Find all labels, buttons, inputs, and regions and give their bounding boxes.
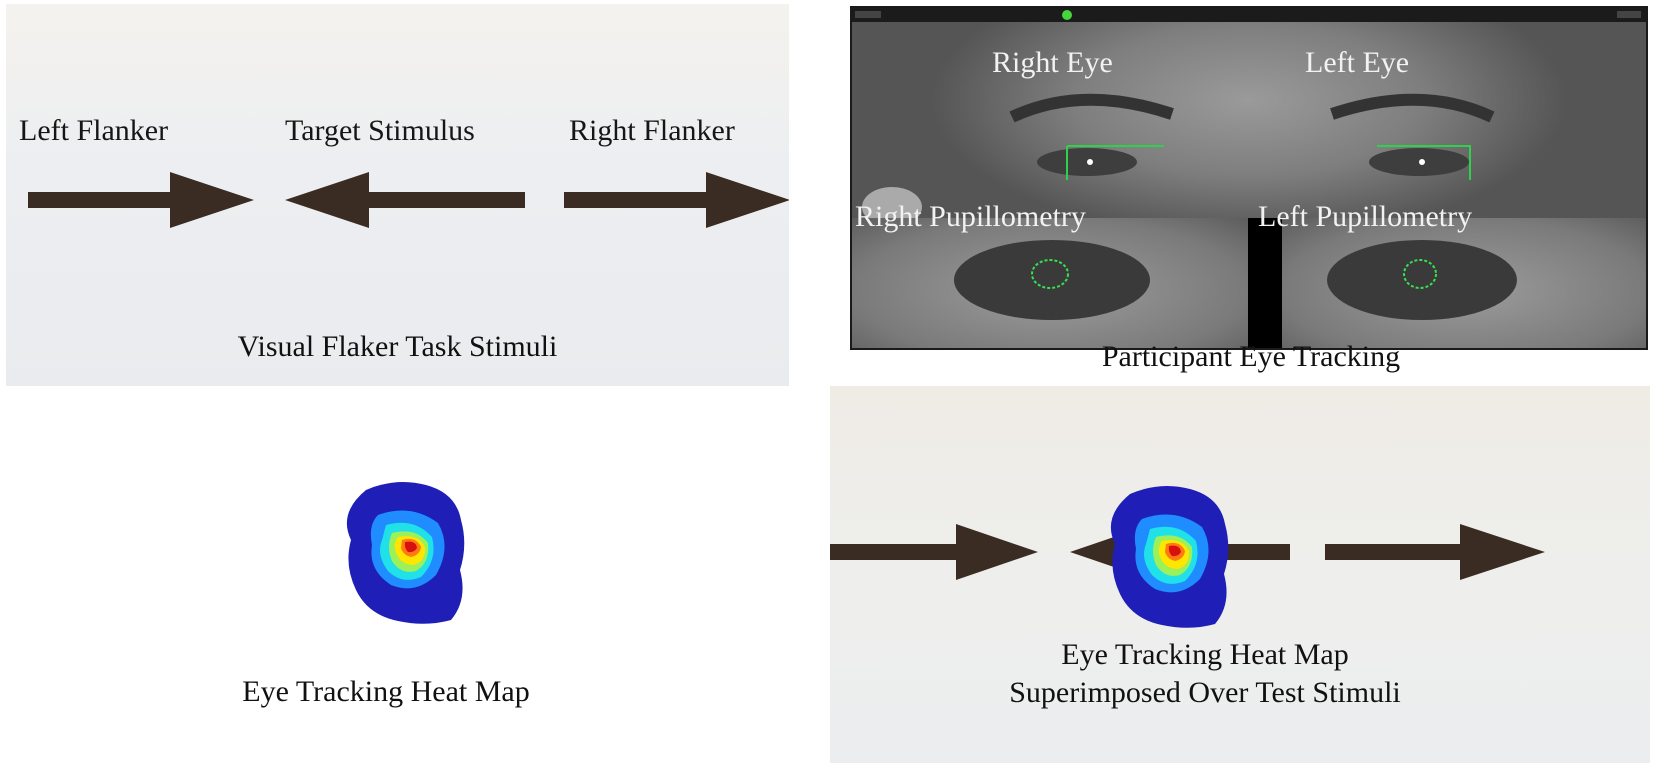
heatmap-caption: Eye Tracking Heat Map bbox=[242, 675, 530, 708]
stimuli-caption: Visual Flaker Task Stimuli bbox=[237, 330, 558, 363]
heatmap-graphic bbox=[346, 481, 465, 624]
flanker-stimuli-panel: Left Flanker Target Stimulus Right Flank… bbox=[6, 4, 789, 386]
target-stimulus-label: Target Stimulus bbox=[285, 114, 475, 147]
right-eyebrow bbox=[1009, 93, 1174, 123]
superimposed-panel: Eye Tracking Heat Map Superimposed Over … bbox=[830, 386, 1650, 763]
eye-tracking-panel: Right Eye Left Eye Right Pupillometry Le… bbox=[850, 6, 1648, 350]
right-pupil-outline bbox=[1031, 259, 1069, 289]
tracking-status-icon bbox=[1062, 10, 1072, 20]
heatmap-panel: Eye Tracking Heat Map bbox=[6, 395, 789, 763]
right-eye-tracker-box bbox=[1066, 145, 1164, 180]
pupil-view-divider bbox=[1248, 218, 1282, 348]
left-pupillometry-label: Left Pupillometry bbox=[1258, 200, 1473, 233]
target-arrow-icon bbox=[285, 172, 525, 228]
superimposed-graphic bbox=[830, 485, 1545, 628]
stimuli-arrows bbox=[28, 172, 789, 228]
super-right-flanker-arrow-icon bbox=[1325, 524, 1545, 580]
right-flanker-arrow-icon bbox=[564, 172, 789, 228]
right-pupillometry-label: Right Pupillometry bbox=[855, 200, 1086, 233]
left-flanker-label: Left Flanker bbox=[19, 114, 169, 147]
left-eye-label: Left Eye bbox=[1305, 46, 1410, 79]
left-eyebrow bbox=[1330, 93, 1495, 123]
face-camera-view bbox=[852, 22, 1646, 227]
eye-tracking-caption: Participant Eye Tracking bbox=[1101, 340, 1401, 373]
left-flanker-arrow-icon bbox=[28, 172, 254, 228]
left-eye-tracker-box bbox=[1377, 145, 1471, 180]
super-left-flanker-arrow-icon bbox=[830, 524, 1038, 580]
superimposed-caption-line2: Superimposed Over Test Stimuli bbox=[1009, 676, 1401, 709]
right-flanker-label: Right Flanker bbox=[569, 114, 735, 147]
tracker-window-titlebar bbox=[852, 8, 1646, 22]
superimposed-caption-line1: Eye Tracking Heat Map bbox=[1061, 638, 1349, 671]
left-pupil-outline bbox=[1403, 259, 1437, 289]
right-eye-label: Right Eye bbox=[992, 46, 1113, 79]
left-pupil-camera bbox=[1282, 218, 1646, 348]
right-pupil-camera bbox=[852, 218, 1248, 348]
super-heatmap-overlay bbox=[1110, 485, 1229, 628]
window-menu-icon bbox=[855, 11, 881, 18]
window-close-icon bbox=[1617, 11, 1641, 18]
